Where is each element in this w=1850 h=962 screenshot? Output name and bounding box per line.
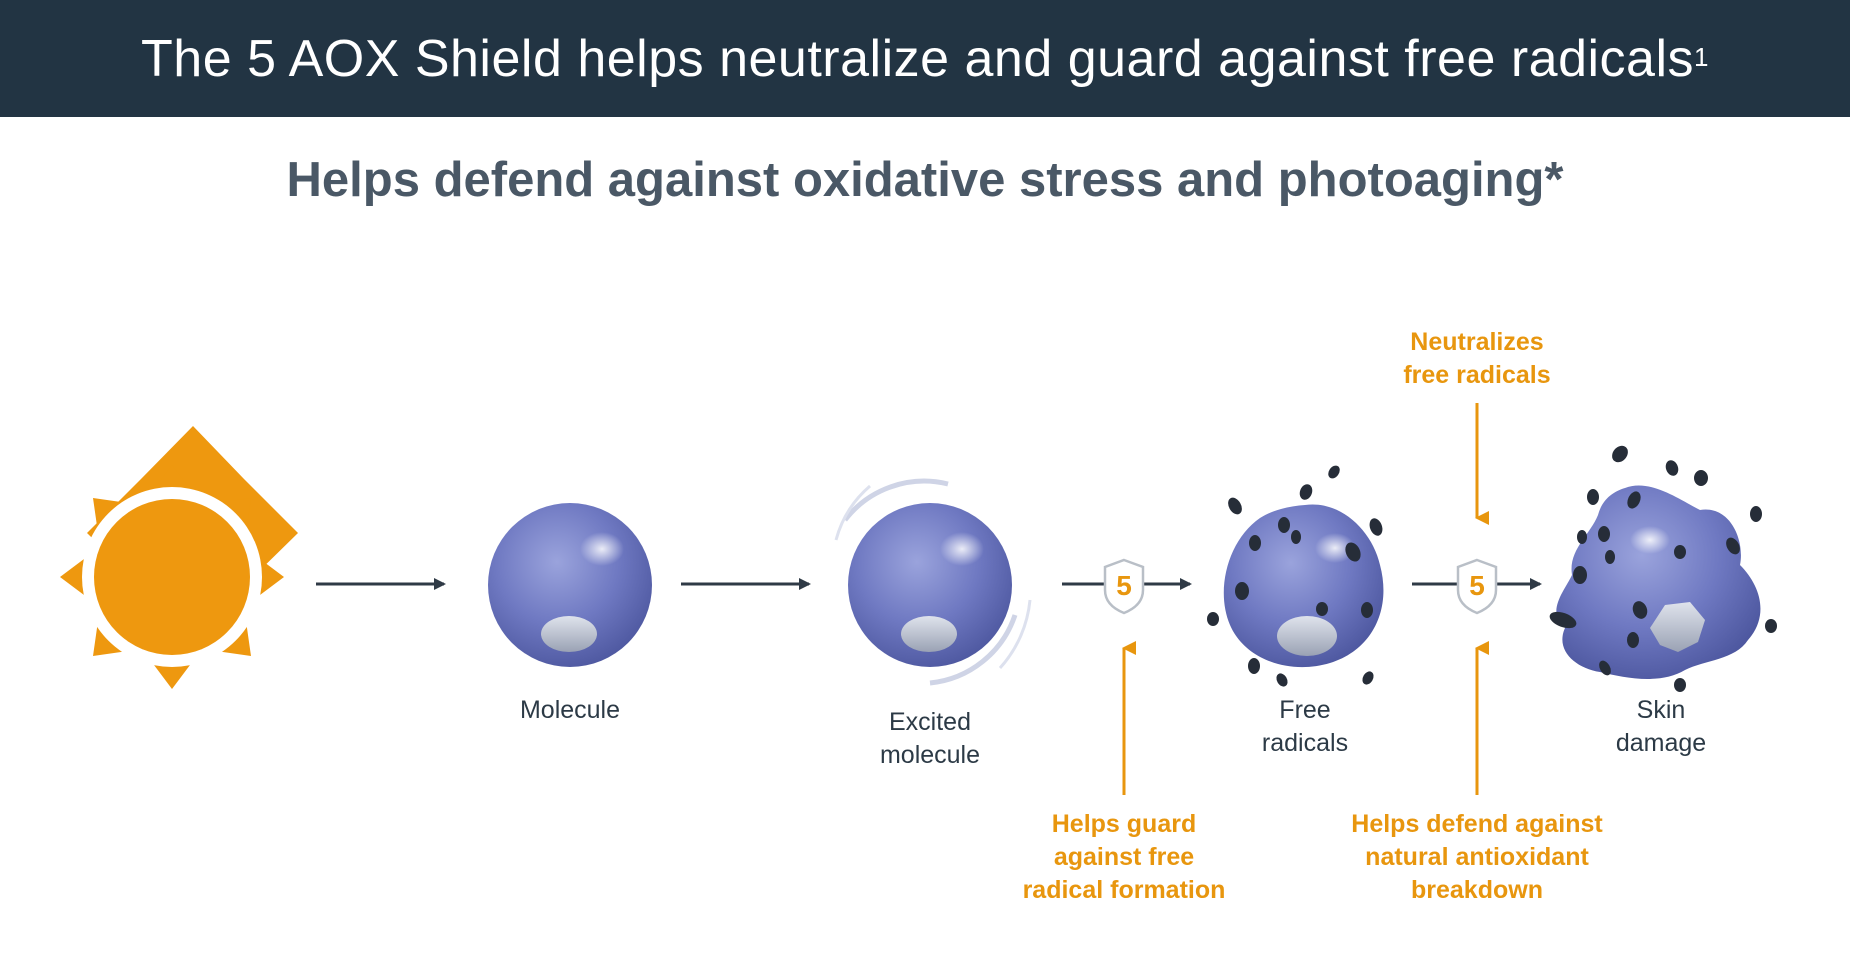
label-molecule: Molecule <box>519 696 621 724</box>
header-title: The 5 AOX Shield helps neutralize and gu… <box>141 30 1709 88</box>
footnote-reference: 1 <box>1694 42 1709 72</box>
callout-guard: Helps guard against free radical formati… <box>1022 810 1226 904</box>
sun-icon <box>60 426 298 689</box>
shield-badge-number-2: 5 <box>1469 570 1485 601</box>
skin-damage-cluster-icon <box>1549 445 1777 692</box>
excited-molecule-sphere-icon <box>834 478 1032 686</box>
label-skin-damage: Skin damage <box>1615 696 1707 757</box>
free-radicals-cluster-icon <box>1207 465 1384 687</box>
aox-shield-badge-1: 5 <box>1103 558 1145 615</box>
label-excited-molecule: Excited molecule <box>879 708 981 769</box>
label-free-radicals: Free radicals <box>1261 696 1349 757</box>
callout-defend: Helps defend against natural antioxidant… <box>1351 810 1603 904</box>
page-subtitle: Helps defend against oxidative stress an… <box>286 153 1564 207</box>
shield-badge-number-1: 5 <box>1116 570 1132 601</box>
molecule-sphere-icon <box>488 503 652 667</box>
header-banner: The 5 AOX Shield helps neutralize and gu… <box>0 0 1850 117</box>
callout-neutralizes: Neutralizes free radicals <box>1403 328 1551 389</box>
aox-shield-badge-2: 5 <box>1456 558 1498 615</box>
